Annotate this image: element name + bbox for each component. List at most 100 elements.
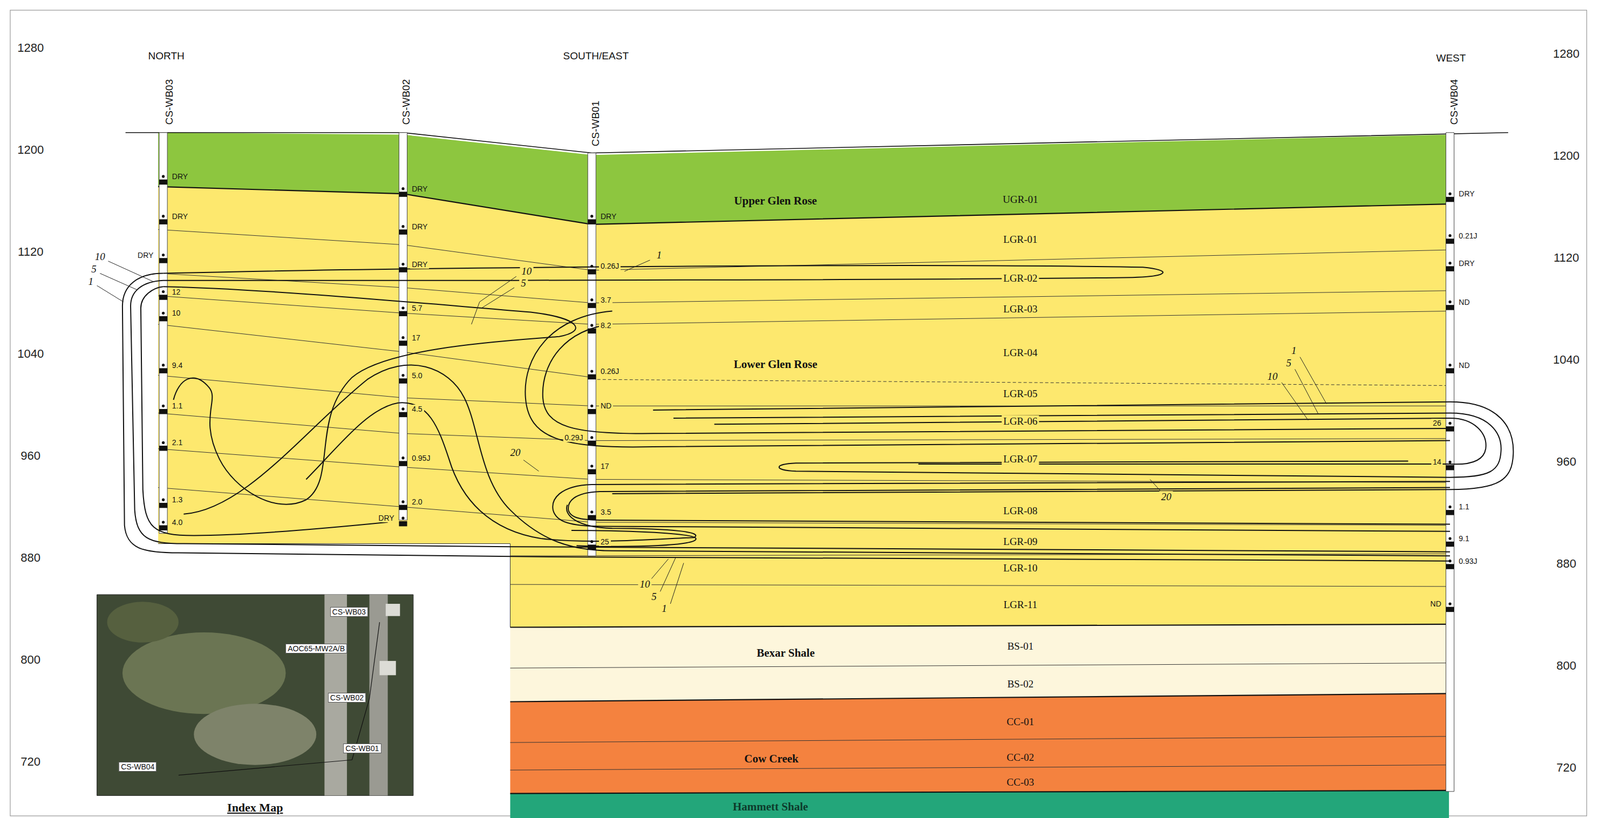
aerial-photo xyxy=(97,594,414,796)
formation-contacts xyxy=(125,132,1509,794)
photo-road xyxy=(369,594,388,796)
unit-code: LGR-11 xyxy=(1002,598,1040,611)
leader-line xyxy=(1149,479,1161,491)
unit-boundary xyxy=(158,448,1449,483)
well-name: CS-WB02 xyxy=(400,77,413,127)
unit-code: LGR-05 xyxy=(1001,387,1039,400)
frame xyxy=(10,10,1588,816)
sample-point xyxy=(590,510,594,514)
contour-line xyxy=(568,487,1450,525)
unit-code: LGR-07 xyxy=(1001,453,1039,466)
sample-point xyxy=(161,520,165,524)
elevation-tick: 800 xyxy=(1554,658,1578,673)
unit-code: LGR-02 xyxy=(1001,272,1039,285)
sample-value: ND xyxy=(1428,599,1443,609)
unit-code: LGR-08 xyxy=(1001,505,1039,517)
contour-value: 10 xyxy=(1265,370,1280,383)
sample-point xyxy=(590,436,594,439)
sample-value: 9.4 xyxy=(170,361,185,370)
sample-value: 3.7 xyxy=(598,295,613,305)
formation-name: Cow Creek xyxy=(742,752,801,766)
sample-point xyxy=(401,500,405,503)
formation-band: Upper Glen RoseUGR-01 xyxy=(158,130,1449,227)
contour-value: 5 xyxy=(89,263,99,276)
sample-point xyxy=(161,290,165,294)
unit-code: LGR-01 xyxy=(1001,233,1039,246)
well-screen xyxy=(398,412,407,418)
map-label: AOC65-MW2A/B xyxy=(285,643,347,654)
ground-surface xyxy=(125,132,1509,154)
well-screen xyxy=(587,409,596,414)
sample-point xyxy=(161,441,165,445)
leader-line xyxy=(650,559,669,580)
well-screen xyxy=(398,229,407,235)
index-map-photo xyxy=(97,594,414,796)
sample-point xyxy=(590,298,594,302)
elevation-tick: 1120 xyxy=(1551,250,1581,265)
sample-value: 5.7 xyxy=(410,303,424,313)
well-screen xyxy=(1445,368,1454,373)
sample-value: 8.2 xyxy=(598,321,613,330)
sample-value: 0.95J xyxy=(410,453,432,463)
sample-point xyxy=(401,187,405,190)
sample-point xyxy=(401,336,405,339)
well-screen xyxy=(159,525,168,530)
sample-point xyxy=(1448,421,1452,425)
sample-value: ND xyxy=(1456,361,1472,370)
sample-point xyxy=(1448,261,1452,265)
unit-boundary xyxy=(158,273,1449,304)
contour-value: 5 xyxy=(519,277,528,290)
sample-value: 4.5 xyxy=(410,404,424,414)
well-screen xyxy=(1445,238,1454,244)
well-screen xyxy=(1445,607,1454,612)
sample-point xyxy=(590,464,594,468)
elevation-tick: 1280 xyxy=(1551,46,1582,61)
sample-value: 4.0 xyxy=(170,518,185,527)
sample-point xyxy=(401,456,405,460)
contour-line xyxy=(163,286,576,505)
contour-line xyxy=(673,413,1502,478)
well-screen xyxy=(587,269,596,275)
well-screen xyxy=(587,219,596,224)
sample-value: 14 xyxy=(1431,457,1443,467)
dashed-boundary xyxy=(591,379,1449,386)
sample-point xyxy=(161,214,165,218)
sample-value: DRY xyxy=(376,513,396,523)
contour-line xyxy=(571,530,697,547)
well-screen xyxy=(1445,304,1454,310)
direction-label: NORTH xyxy=(146,50,187,63)
elevation-tick: 1120 xyxy=(16,244,45,260)
leader-line xyxy=(670,562,684,604)
contour-line xyxy=(183,365,1450,557)
unit-code: LGR-09 xyxy=(1001,535,1039,548)
leader-line xyxy=(471,276,517,325)
contour-line xyxy=(542,324,1450,434)
sample-point xyxy=(590,214,594,218)
leader-line xyxy=(624,260,650,272)
contour-line xyxy=(612,402,1514,494)
sample-point xyxy=(401,407,405,411)
elevation-tick: 800 xyxy=(18,652,43,667)
unit-code: LGR-10 xyxy=(1001,562,1039,575)
formation-name: Upper Glen Rose xyxy=(732,194,819,208)
well-screen xyxy=(398,505,407,510)
hammett-shale-fill xyxy=(509,790,1449,818)
unit-code: CC-02 xyxy=(1005,751,1037,764)
elevation-tick: 720 xyxy=(1554,760,1578,775)
map-title: Index Map xyxy=(225,800,285,815)
sample-value: DRY xyxy=(410,260,430,269)
sample-value: 2.0 xyxy=(410,497,424,507)
contour-value: 1 xyxy=(1289,344,1299,357)
sample-value: 5.0 xyxy=(410,371,424,380)
sample-value: 17 xyxy=(598,461,611,471)
sample-point xyxy=(161,253,165,257)
well-screen xyxy=(398,191,407,197)
formation-contact xyxy=(158,186,1449,225)
sample-value: 9.1 xyxy=(1456,534,1471,543)
elevation-tick: 880 xyxy=(18,550,43,565)
well-screen xyxy=(398,340,407,346)
unit-boundary xyxy=(509,736,1449,743)
sample-point xyxy=(1448,505,1452,509)
